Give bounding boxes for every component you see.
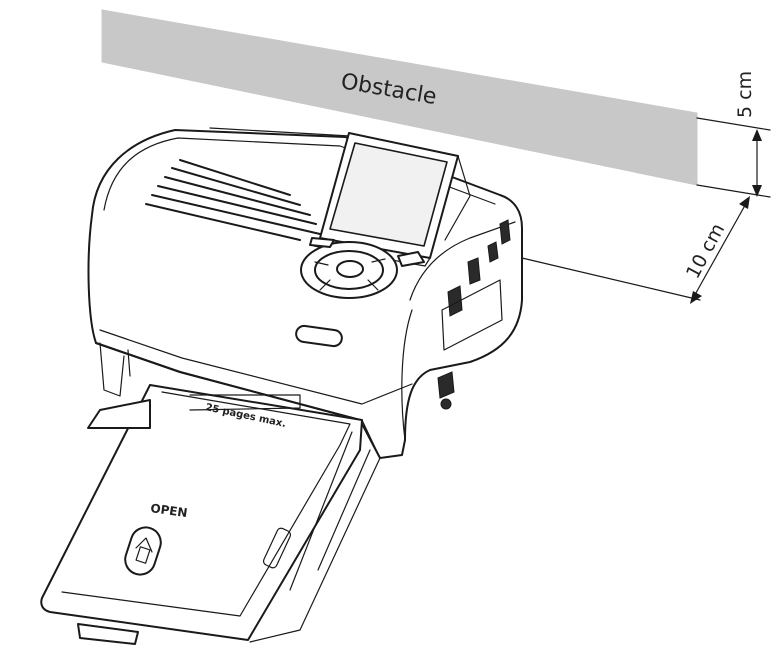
dimension-5cm-label: 5 cm <box>734 71 756 118</box>
power-socket <box>437 371 455 399</box>
vent-slot <box>145 203 301 241</box>
latch-grip-icon <box>135 546 151 564</box>
vent-slot <box>157 185 317 225</box>
control-divider <box>367 279 379 291</box>
tray-right-rail <box>289 431 353 591</box>
port <box>447 285 463 317</box>
vent-slot <box>171 167 301 206</box>
tray-inner-edge <box>61 391 351 617</box>
printer-top-extension-line <box>209 127 351 137</box>
obstacle-top-extension-line <box>696 117 771 131</box>
side-ports <box>437 219 511 410</box>
vent-slots <box>145 159 321 241</box>
printer-front-shadow <box>99 329 413 405</box>
tray-open-latch <box>124 526 162 576</box>
port <box>487 241 499 263</box>
side-button-top <box>309 237 335 248</box>
port <box>499 219 511 245</box>
dimension-10cm-arrow-bottom <box>690 291 702 304</box>
tray-body <box>40 384 363 641</box>
control-pad <box>295 237 425 348</box>
dimension-5cm: 5 cm <box>734 71 762 197</box>
paper-tray: 25 pages max. OPEN <box>40 384 381 645</box>
tray-front-lid-line <box>189 394 301 411</box>
dimension-10cm-line <box>691 199 749 301</box>
dimension-10cm: 10 cm <box>682 196 750 304</box>
control-divider <box>371 258 386 263</box>
tray-right-rail <box>317 449 371 571</box>
dimension-5cm-arrow-top <box>752 129 762 141</box>
printer-left-slot <box>127 349 131 377</box>
printer-top-face <box>103 137 496 211</box>
tray-handle-slot <box>262 527 292 569</box>
port <box>467 257 481 285</box>
dimension-5cm-arrow-bottom <box>752 185 762 197</box>
printer-back-extension-line <box>521 257 701 301</box>
tray-side <box>249 419 381 643</box>
control-divider <box>319 279 331 291</box>
obstacle: Obstacle <box>101 9 698 186</box>
dc-jack <box>440 398 452 410</box>
side-button-right <box>397 251 425 267</box>
vent-slot <box>151 194 321 235</box>
lcd-panel <box>329 142 448 247</box>
vent-slot <box>179 159 291 196</box>
dimension-10cm-label: 10 cm <box>682 220 729 283</box>
print-button <box>295 324 343 348</box>
printer-left-foot <box>99 342 125 397</box>
lcd-screen <box>313 132 471 267</box>
ok-button <box>336 260 364 278</box>
lcd-stand <box>444 155 471 241</box>
latch-up-arrow-icon <box>135 537 153 553</box>
tray-open-text: OPEN <box>150 501 189 520</box>
side-recess <box>441 279 503 351</box>
tray-bottom-tab <box>77 623 139 645</box>
vent-slot <box>164 176 311 216</box>
extension-lines <box>209 117 771 301</box>
printer-side-panel <box>409 221 516 301</box>
paper-sheet-exit <box>87 399 151 429</box>
printer-side-edge <box>401 309 413 441</box>
control-divider <box>314 261 329 266</box>
dimension-10cm-arrow-top <box>739 196 750 209</box>
